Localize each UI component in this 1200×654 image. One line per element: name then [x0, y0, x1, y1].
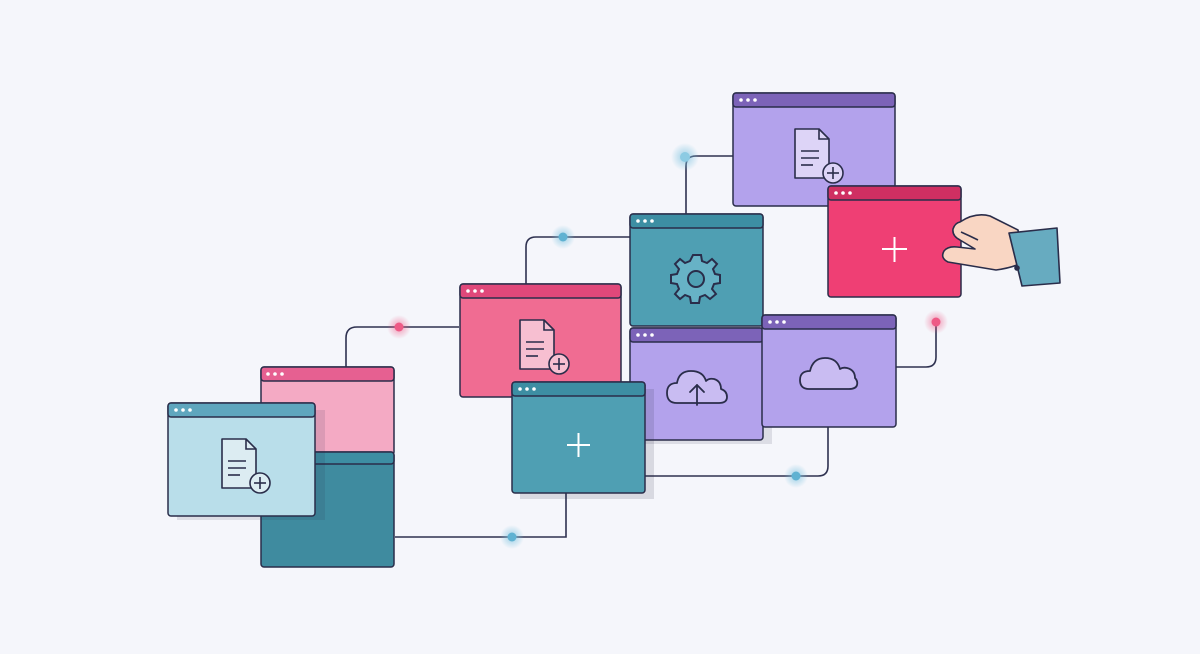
node-blue-2 [551, 225, 575, 249]
connector-nodes [387, 143, 948, 549]
connector-teal-add-to-cloud [645, 427, 829, 477]
cloud-icon [799, 357, 859, 390]
node-blue-1 [500, 525, 524, 549]
document-add-icon [794, 128, 844, 184]
plus-icon [882, 237, 907, 262]
cloud-upload-icon [666, 370, 728, 406]
window-purple-upload [629, 327, 772, 444]
connector-teal-to-teal-add [395, 493, 567, 538]
window-teal-settings [629, 213, 764, 327]
window-purple-cloud [761, 314, 897, 428]
window-pink-document [459, 283, 622, 398]
node-blue-3 [671, 143, 699, 171]
document-add-icon [519, 319, 570, 375]
plus-icon [567, 433, 590, 457]
window-purple-document [732, 92, 896, 207]
node-pink-1 [387, 315, 411, 339]
node-pink-2 [924, 310, 948, 334]
document-add-icon [221, 438, 271, 494]
window-magenta-add [827, 185, 962, 298]
window-teal-add [511, 381, 654, 499]
gear-icon [670, 254, 721, 304]
node-blue-4 [784, 464, 808, 488]
hand-icon [941, 214, 1061, 287]
connector-pink-to-settings [525, 236, 630, 284]
window-light-blue-document [167, 402, 325, 520]
connector-stack-to-pink-document [345, 326, 459, 367]
connector-cloud-out [896, 322, 937, 368]
